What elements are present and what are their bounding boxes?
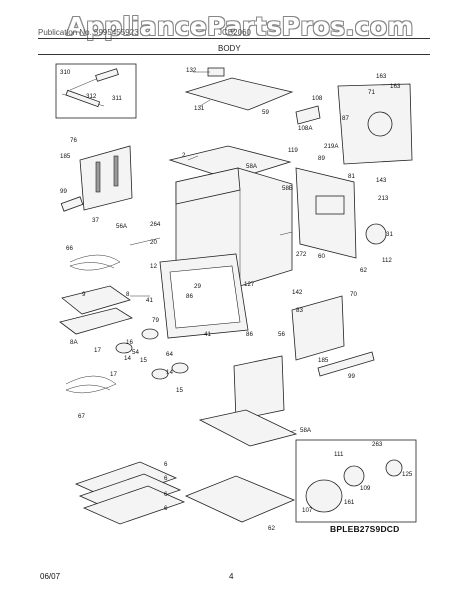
oven-top (168, 145, 292, 181)
part-callout-76: 76 (70, 137, 77, 144)
part-callout-163: 163 (390, 83, 401, 90)
part-callout-263: 263 (372, 441, 383, 448)
bake-element (69, 254, 121, 271)
part-callout-15: 15 (176, 387, 183, 394)
part-callout-54: 54 (132, 349, 139, 356)
watermark: AppliancePartsPros.com (66, 12, 414, 41)
part-callout-272: 272 (296, 251, 307, 258)
part-callout-311: 311 (112, 95, 122, 102)
publication-number: Publication No. 5995455923 (38, 28, 139, 37)
part-callout-9: 9 (82, 291, 86, 298)
part-callout-20: 20 (150, 239, 157, 246)
top-cover (184, 77, 294, 111)
part-callout-31: 31 (386, 231, 393, 238)
inset-box-hinge (55, 63, 137, 119)
part-callout-99: 99 (348, 373, 355, 380)
part-callout-37: 37 (92, 217, 99, 224)
model-number: JCB2060 (218, 28, 251, 37)
part-callout-17: 17 (94, 347, 101, 354)
part-callout-58a: 58A (246, 163, 258, 170)
part-callout-86: 86 (246, 331, 253, 338)
header-rule (38, 38, 430, 39)
part-callout-131: 131 (194, 105, 205, 112)
right-side-panel (291, 295, 345, 361)
part-callout-15: 15 (140, 357, 147, 364)
part-callout-58a: 58A (300, 427, 312, 434)
part-callout-89: 89 (318, 155, 325, 162)
part-callout-264: 264 (150, 221, 161, 228)
part-callout-41: 41 (146, 297, 153, 304)
part-callout-29: 29 (194, 283, 201, 290)
part-callout-59: 59 (262, 109, 269, 116)
part-callout-56: 56 (278, 331, 285, 338)
header-rule-lower (38, 54, 430, 55)
part-callout-67: 67 (78, 413, 85, 420)
part-callout-6: 6 (164, 461, 168, 468)
part-callout-312: 312 (86, 93, 97, 100)
part-callout-14: 14 (124, 355, 131, 362)
part-callout-87: 87 (342, 115, 349, 122)
part-callout-310: 310 (60, 69, 71, 76)
part-callout-109: 109 (360, 485, 371, 492)
part-callout-64: 64 (166, 351, 173, 358)
part-callout-66: 66 (66, 245, 73, 252)
part-callout-185: 185 (60, 153, 71, 160)
part-callout-6: 6 (164, 505, 168, 512)
part-callout-99: 99 (60, 188, 67, 195)
page-number: 4 (229, 572, 234, 581)
inset-box-fan (295, 439, 417, 523)
part-callout-60: 60 (318, 253, 325, 260)
part-callout-127: 127 (244, 281, 255, 288)
part-callout-6: 6 (164, 491, 168, 498)
bottom-tray (61, 285, 131, 315)
insulation-back (233, 355, 285, 421)
part-callout-12: 12 (150, 263, 157, 270)
part-callout-107: 107 (302, 507, 313, 514)
part-callout-17: 17 (110, 371, 117, 378)
part-callout-219a: 219A (324, 143, 339, 150)
part-callout-2: 2 (182, 152, 186, 159)
part-callout-112: 112 (382, 257, 392, 264)
left-side-panel (79, 145, 133, 211)
part-callout-108: 108 (312, 95, 323, 102)
diagram-reference-code: BPLEB27S9DCD (330, 524, 400, 534)
part-callout-16: 16 (126, 339, 133, 346)
part-callout-71: 71 (368, 89, 375, 96)
footer-date: 06/07 (40, 572, 61, 581)
part-callout-8a: 8A (70, 339, 78, 346)
part-callout-86: 86 (186, 293, 193, 300)
part-callout-62: 62 (360, 267, 367, 274)
part-callout-132: 132 (186, 67, 197, 74)
part-callout-41: 41 (204, 331, 211, 338)
part-callout-79: 79 (152, 317, 159, 324)
part-callout-163: 163 (376, 73, 387, 80)
part-callout-119: 119 (288, 147, 298, 154)
part-callout-14: 14 (166, 369, 173, 376)
part-callout-213: 213 (378, 195, 389, 202)
part-callout-8: 8 (126, 291, 130, 298)
part-callout-125: 125 (402, 471, 413, 478)
fan-housing (305, 479, 343, 513)
part-callout-81: 81 (348, 173, 355, 180)
part-callout-56a: 56A (116, 223, 128, 230)
part-callout-185: 185 (318, 357, 329, 364)
part-callout-143: 143 (376, 177, 387, 184)
part-callout-142: 142 (292, 289, 303, 296)
part-callout-70: 70 (350, 291, 357, 298)
part-callout-83: 83 (296, 307, 303, 314)
section-title: BODY (218, 44, 241, 53)
part-callout-161: 161 (344, 499, 355, 506)
part-callout-6: 6 (164, 475, 168, 482)
part-callout-58b: 58B (282, 185, 293, 192)
broil-element (65, 375, 117, 394)
oven-racks (74, 461, 186, 525)
bottom-panel (184, 475, 296, 523)
part-callout-62: 62 (268, 525, 275, 532)
part-callout-108a: 108A (298, 125, 313, 132)
part-callout-111: 111 (334, 451, 344, 458)
